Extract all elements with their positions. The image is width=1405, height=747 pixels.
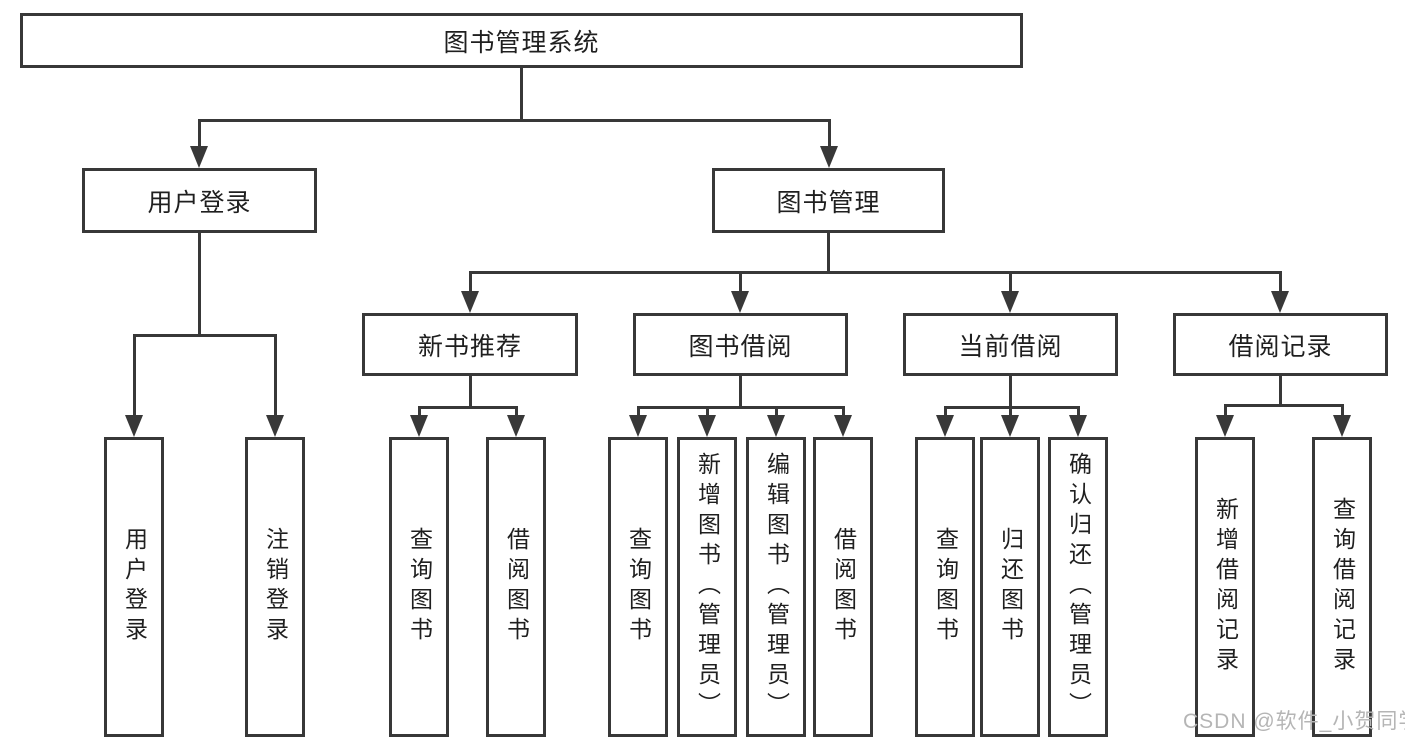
connector-book-management-stem [827,233,830,274]
arrowhead-user-login [190,146,208,168]
node-return-books: 归还图书 [980,437,1040,737]
connector-records-hbar [1224,404,1344,407]
arrowhead-current-borrowing [1001,291,1019,313]
connector-drop-borrow-books-borrowing [842,406,845,418]
connector-drop-query-borrow-record [1341,404,1344,418]
connector-drop-book-borrowing [739,271,742,294]
arrowhead-query-books-current [936,415,954,437]
connector-drop-logout-leaf [274,334,277,417]
connector-drop-current-borrowing [1009,271,1012,294]
node-add-borrow-record: 新增借阅记录 [1195,437,1255,737]
connector-recommend-hbar [418,406,518,409]
connector-drop-query-books-borrowing [637,406,640,418]
connector-book-management-hbar [469,271,1282,274]
arrowhead-add-borrow-record [1216,415,1234,437]
arrowhead-query-books-borrowing [629,415,647,437]
arrowhead-add-books-admin [698,415,716,437]
csdn-watermark: CSDN @软件_小贺同学 [1183,710,1405,733]
connector-records-stem [1279,376,1282,407]
connector-drop-user-login-leaf [133,334,136,417]
connector-drop-book-management [828,119,831,148]
arrowhead-book-management [820,146,838,168]
connector-root-stem [520,68,523,121]
node-confirm-return-admin: 确认归还（管理员） [1048,437,1108,737]
connector-drop-user-login [198,119,201,148]
connector-drop-add-borrow-record [1224,404,1227,418]
connector-borrowing-stem [739,376,742,409]
node-root: 图书管理系统 [20,13,1023,68]
connector-drop-borrow-records [1279,271,1282,294]
connector-drop-borrow-books-recommend [515,406,518,418]
node-borrow-records: 借阅记录 [1173,313,1388,376]
arrowhead-new-book-recommend [461,291,479,313]
connector-current-hbar [944,406,1080,409]
node-query-books-recommend: 查询图书 [389,437,449,737]
connector-borrowing-hbar [637,406,845,409]
node-user-login: 用户登录 [82,168,317,233]
arrowhead-confirm-return-admin [1069,415,1087,437]
node-new-book-recommend: 新书推荐 [362,313,578,376]
node-logout-leaf: 注销登录 [245,437,305,737]
node-query-books-current: 查询图书 [915,437,975,737]
connector-drop-new-book-recommend [469,271,472,294]
node-book-borrowing: 图书借阅 [633,313,848,376]
connector-drop-edit-books-admin [775,406,778,418]
connector-recommend-stem [469,376,472,409]
node-add-books-admin: 新增图书（管理员） [677,437,737,737]
connector-drop-return-books [1009,406,1012,418]
arrowhead-return-books [1001,415,1019,437]
connector-user-login-stem [198,233,201,336]
node-current-borrowing: 当前借阅 [903,313,1118,376]
connector-user-login-hbar [133,334,277,337]
node-borrow-books-recommend: 借阅图书 [486,437,546,737]
connector-drop-query-books-current [944,406,947,418]
arrowhead-query-borrow-record [1333,415,1351,437]
connector-root-hbar [198,119,831,122]
node-query-books-borrowing: 查询图书 [608,437,668,737]
connector-drop-confirm-return-admin [1077,406,1080,418]
arrowhead-user-login-leaf [125,415,143,437]
node-user-login-leaf: 用户登录 [104,437,164,737]
connector-drop-add-books-admin [706,406,709,418]
node-book-management: 图书管理 [712,168,945,233]
arrowhead-borrow-books-borrowing [834,415,852,437]
arrowhead-book-borrowing [731,291,749,313]
arrowhead-logout-leaf [266,415,284,437]
node-borrow-books-borrowing: 借阅图书 [813,437,873,737]
arrowhead-borrow-books-recommend [507,415,525,437]
arrowhead-borrow-records [1271,291,1289,313]
arrowhead-edit-books-admin [767,415,785,437]
connector-current-stem [1009,376,1012,409]
node-edit-books-admin: 编辑图书（管理员） [746,437,806,737]
connector-drop-query-books-recommend [418,406,421,418]
node-query-borrow-record: 查询借阅记录 [1312,437,1372,737]
arrowhead-query-books-recommend [410,415,428,437]
